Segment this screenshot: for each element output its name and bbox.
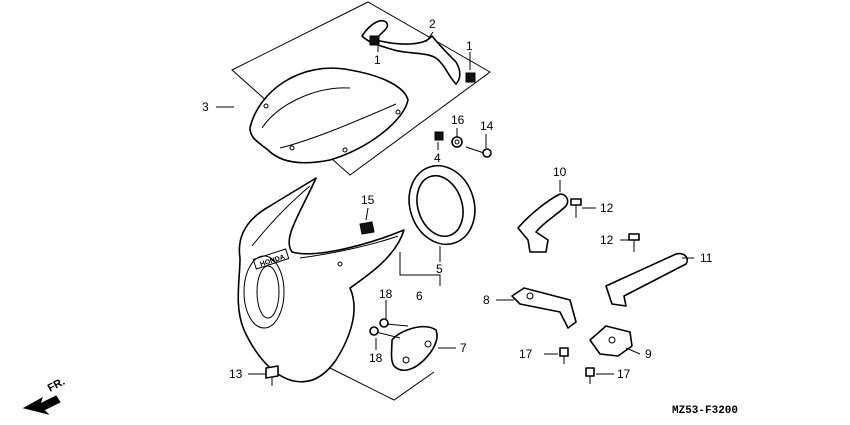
callout-17a: 17 <box>519 347 533 361</box>
callout-1a: 1 <box>374 53 381 67</box>
bolt-17b <box>585 367 595 384</box>
callout-2: 2 <box>429 17 436 31</box>
callout-13: 13 <box>229 367 243 381</box>
bracket-8 <box>511 287 577 329</box>
diagram-code: MZ53-F3200 <box>672 405 738 417</box>
headlight-ring <box>408 164 476 246</box>
callout-16: 16 <box>451 113 465 127</box>
direction-label: FR. <box>46 376 67 395</box>
callout-17b: 17 <box>617 367 631 381</box>
callout-3: 3 <box>202 100 209 114</box>
callout-5: 5 <box>436 262 443 276</box>
bolt-18b <box>369 326 401 339</box>
callout-18b: 18 <box>369 351 383 365</box>
nut-1a <box>369 35 380 46</box>
callout-11: 11 <box>700 251 713 265</box>
callout-8: 8 <box>483 293 490 307</box>
windscreen <box>249 67 409 164</box>
callout-6: 6 <box>416 289 423 303</box>
callout-14: 14 <box>480 119 494 133</box>
bolt-18a <box>379 318 409 328</box>
callout-4: 4 <box>434 151 441 165</box>
screw-13 <box>265 365 279 386</box>
callout-12b: 12 <box>600 233 614 247</box>
grommet-15 <box>359 221 375 235</box>
callout-7: 7 <box>460 341 467 355</box>
screw-12b <box>628 233 640 252</box>
bolt-17a <box>559 347 569 364</box>
cowl-stay-7 <box>390 325 438 372</box>
washer-16 <box>451 136 463 148</box>
callout-12a: 12 <box>600 201 614 215</box>
callout-1b: 1 <box>466 39 473 53</box>
callout-18a: 18 <box>379 287 393 301</box>
bracket-10 <box>517 193 569 253</box>
callout-9: 9 <box>645 347 652 361</box>
screw-14 <box>465 146 492 158</box>
nut-1b <box>465 72 476 83</box>
callout-15: 15 <box>361 193 375 207</box>
nut-4 <box>434 131 444 141</box>
screw-12a <box>570 198 582 218</box>
bracket-9 <box>589 325 633 357</box>
windscreen-trim <box>361 20 461 85</box>
callout-10: 10 <box>553 165 567 179</box>
bracket-11 <box>605 252 689 307</box>
upper-cowl: HONDA <box>237 177 405 383</box>
callout-labels: 1 2 1 3 4 16 14 15 5 6 7 18 18 13 10 12 … <box>202 17 713 381</box>
front-direction-arrow: FR. <box>22 376 67 415</box>
leader-lines <box>216 31 694 401</box>
